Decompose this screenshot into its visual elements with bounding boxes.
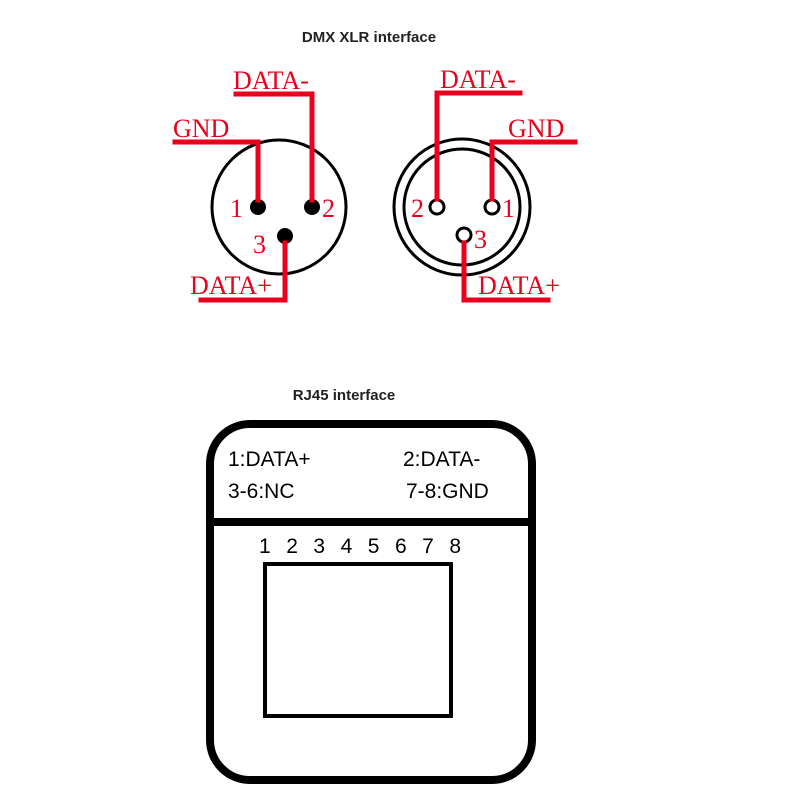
xlr-female-data-minus-lead (434, 90, 523, 202)
rj45-pins-7-8-label: 7-8:GND (406, 480, 489, 503)
rj45-section-title: RJ45 interface (293, 387, 396, 404)
xlr-male-data-minus-label: DATA- (233, 66, 309, 95)
rj45-connector: 1:DATA+ 2:DATA- 3-6:NC 7-8:GND 1 2 3 4 5… (206, 420, 536, 784)
xlr-female-data-plus-lead (461, 240, 551, 303)
rj45-pins-3-6-label: 3-6:NC (228, 480, 295, 503)
xlr-female-data-minus-label: DATA- (440, 65, 516, 94)
xlr-female-connector: DATA- GND DATA+ 2 1 3 (392, 65, 578, 303)
xlr-male-pin-2 (304, 199, 320, 215)
rj45-pin2-label: 2:DATA- (403, 448, 480, 471)
xlr-male-pin-1 (250, 199, 266, 215)
xlr-male-pin-3 (277, 228, 293, 244)
xlr-male-gnd-label: GND (173, 114, 229, 143)
xlr-male-connector: GND DATA- DATA+ 1 2 3 (172, 66, 348, 303)
xlr-female-pin-2-number: 2 (411, 194, 424, 223)
xlr-section-title: DMX XLR interface (302, 29, 436, 46)
rj45-body-outline (206, 420, 536, 784)
rj45-port-opening (263, 562, 453, 718)
rj45-pin1-label: 1:DATA+ (228, 448, 311, 471)
xlr-male-data-plus-label: DATA+ (190, 271, 272, 300)
xlr-female-pin-2 (428, 198, 446, 216)
xlr-male-data-minus-lead (233, 91, 315, 203)
xlr-male-gnd-lead (172, 139, 261, 203)
rj45-pin-numbers: 1 2 3 4 5 6 7 8 (259, 535, 461, 558)
xlr-male-pin-3-number: 3 (253, 230, 266, 259)
xlr-male-body (210, 138, 348, 276)
xlr-male-pin-1-number: 1 (230, 194, 243, 223)
xlr-female-pin-1 (483, 198, 501, 216)
xlr-female-data-plus-label: DATA+ (478, 271, 560, 300)
xlr-female-pin-3-number: 3 (474, 225, 487, 254)
xlr-female-pin-1-number: 1 (502, 194, 515, 223)
xlr-female-pin-3 (455, 226, 473, 244)
xlr-female-gnd-lead (489, 139, 578, 202)
xlr-male-data-plus-lead (198, 240, 288, 303)
xlr-female-gnd-label: GND (508, 114, 564, 143)
xlr-male-pin-2-number: 2 (322, 194, 335, 223)
